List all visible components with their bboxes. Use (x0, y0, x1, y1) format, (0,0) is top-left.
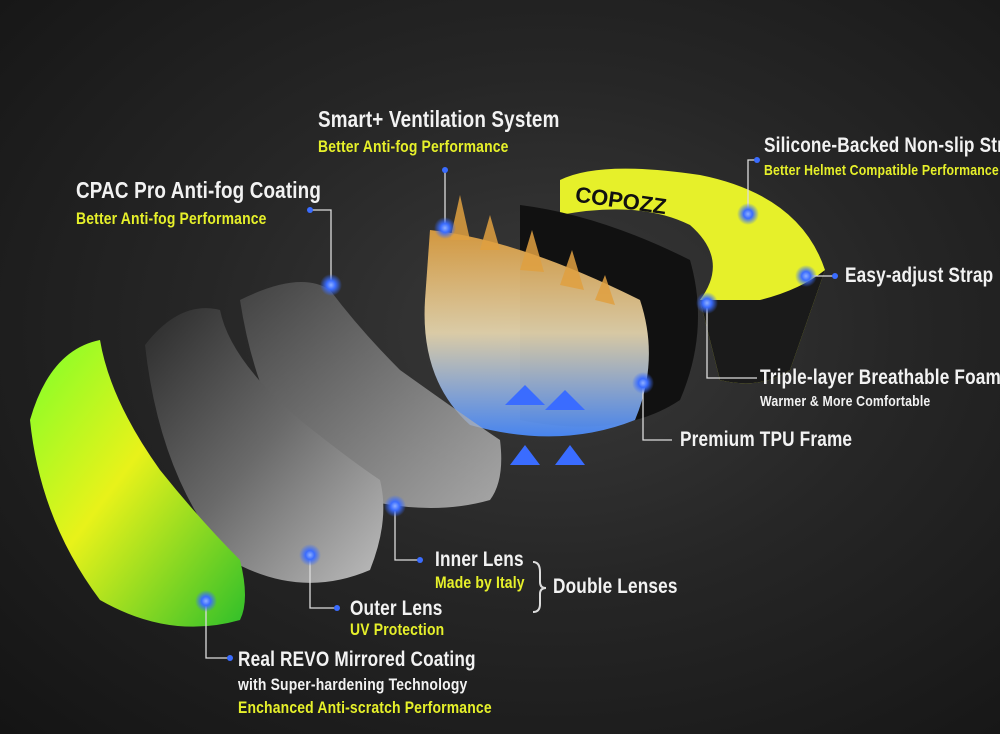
double-lens-brace (532, 561, 547, 613)
outer-lens-subtitle: UV Protection (350, 620, 445, 639)
revo-lens-shape (30, 340, 245, 627)
outer-lens-shape (145, 308, 384, 583)
strap-subtitle: Better Helmet Compatible Performance (764, 162, 999, 179)
double-lenses-title: Double Lenses (553, 575, 678, 598)
foam-subtitle: Warmer & More Comfortable (760, 393, 931, 410)
revo-subtitle: Enchanced Anti-scratch Performance (238, 698, 492, 717)
revo-line2: with Super-hardening Technology (238, 675, 468, 694)
ventilation-subtitle: Better Anti-fog Performance (318, 137, 509, 156)
coating-subtitle: Better Anti-fog Performance (76, 209, 267, 228)
inner-lens-title: Inner Lens (435, 548, 524, 571)
hotspot-dots (195, 203, 817, 612)
outer-lens-title: Outer Lens (350, 597, 443, 620)
tpu-frame-shape (424, 230, 649, 437)
coating-title: CPAC Pro Anti-fog Coating (76, 177, 322, 203)
foam-title: Triple-layer Breathable Foam (760, 366, 1000, 389)
inner-lens-subtitle: Made by Italy (435, 573, 525, 592)
revo-title: Real REVO Mirrored Coating (238, 648, 476, 671)
adjust-title: Easy-adjust Strap (845, 264, 994, 287)
ventilation-title: Smart+ Ventilation System (318, 106, 560, 132)
frame-title: Premium TPU Frame (680, 428, 853, 451)
strap-title: Silicone-Backed Non-slip Strap (764, 134, 1000, 157)
